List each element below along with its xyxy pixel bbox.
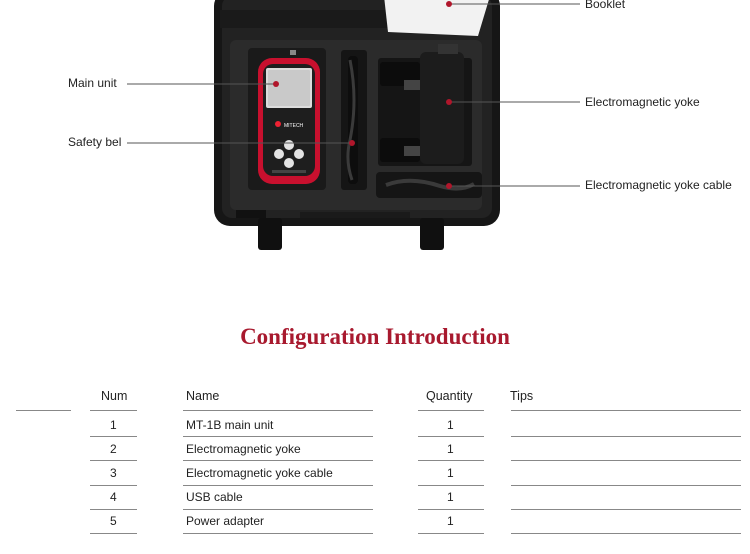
row-rule — [418, 436, 484, 437]
row-rule — [511, 436, 741, 437]
safety-belt-label: Safety bel — [68, 135, 122, 149]
callout-dots — [273, 1, 452, 189]
main-unit-image: MITECH — [248, 48, 326, 190]
section-title: Configuration Introduction — [240, 324, 510, 349]
row-rule — [90, 533, 137, 534]
header-name: Name — [186, 389, 220, 403]
row-rule — [511, 485, 741, 486]
row-rule — [511, 460, 741, 461]
header-rule — [418, 410, 484, 411]
yoke-cable-image — [376, 172, 482, 198]
table-row-num: 1 — [110, 418, 117, 432]
table-row-num: 3 — [110, 466, 117, 480]
callout-lines — [127, 3, 580, 187]
row-rule — [511, 533, 741, 534]
table-row-num: 2 — [110, 442, 117, 456]
table-row-quantity: 1 — [447, 442, 454, 456]
header-num: Num — [101, 389, 128, 403]
row-rule — [418, 509, 484, 510]
row-rule — [183, 485, 373, 486]
row-rule — [90, 436, 137, 437]
row-rule — [90, 509, 137, 510]
header-rule — [511, 410, 741, 411]
header-rule — [183, 410, 373, 411]
yoke-cable-label: Electromagnetic yoke cable — [585, 178, 732, 192]
product-photo: MITECH — [127, 0, 580, 250]
table-row-name: Power adapter — [186, 514, 265, 528]
safety-belt-image — [341, 50, 367, 190]
row-rule — [418, 533, 484, 534]
header-tips: Tips — [510, 389, 534, 403]
row-rule — [183, 509, 373, 510]
header-rule — [16, 410, 71, 411]
row-rule — [418, 460, 484, 461]
row-rule — [511, 509, 741, 510]
row-rule — [183, 460, 373, 461]
table-row-name: Electromagnetic yoke cable — [186, 466, 333, 480]
row-rule — [418, 485, 484, 486]
table-row-name: Electromagnetic yoke — [186, 442, 301, 456]
device-brand: MITECH — [284, 123, 304, 129]
row-rule — [183, 436, 373, 437]
table-row-name: USB cable — [186, 490, 243, 504]
header-rule — [90, 410, 137, 411]
row-rule — [90, 485, 137, 486]
yoke-label: Electromagnetic yoke — [585, 95, 700, 109]
table-row-quantity: 1 — [447, 514, 454, 528]
table-row-quantity: 1 — [447, 418, 454, 432]
table-row-name: MT-1B main unit — [186, 418, 274, 432]
main-unit-label: Main unit — [68, 76, 117, 90]
table-row-quantity: 1 — [447, 466, 454, 480]
table-row-num: 5 — [110, 514, 117, 528]
booklet-image — [384, 0, 489, 36]
table-row-num: 4 — [110, 490, 117, 504]
yoke-image — [378, 44, 472, 166]
row-rule — [183, 533, 373, 534]
table-row-quantity: 1 — [447, 490, 454, 504]
row-rule — [90, 460, 137, 461]
booklet-label: Booklet — [585, 0, 626, 11]
header-quantity: Quantity — [426, 389, 473, 403]
